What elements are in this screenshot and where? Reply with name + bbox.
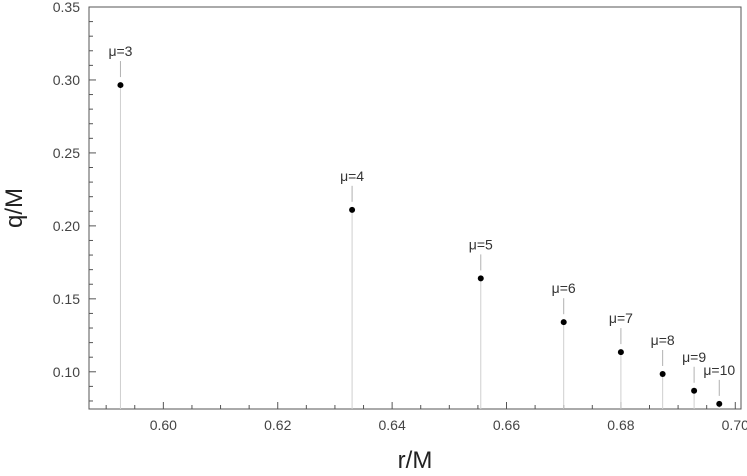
point-label: μ=3 xyxy=(108,43,132,59)
point-labels: μ=3 μ=4 μ=5 μ=6 μ=7 μ=8 μ=9μ=10 xyxy=(108,43,735,396)
x-tick-label: 0.68 xyxy=(607,417,634,433)
y-tick-label: 0.20 xyxy=(53,218,80,234)
data-point xyxy=(560,319,567,326)
data-point xyxy=(716,400,723,407)
data-point xyxy=(477,275,484,282)
point-label: μ=5 xyxy=(469,236,493,252)
point-label: μ=10 xyxy=(703,362,735,378)
y-axis-title: q/M xyxy=(1,188,28,228)
data-point xyxy=(117,82,124,89)
point-label: μ=7 xyxy=(609,310,633,326)
y-tick-label: 0.15 xyxy=(53,291,80,307)
data-point xyxy=(691,387,698,394)
x-tick-label: 0.70 xyxy=(722,417,747,433)
data-point xyxy=(659,370,666,377)
data-point xyxy=(617,349,624,356)
y-tick-label: 0.10 xyxy=(53,364,80,380)
point-label: μ=8 xyxy=(651,332,675,348)
plot-frame xyxy=(88,6,742,410)
y-tick-label: 0.35 xyxy=(53,0,80,15)
x-tick-label: 0.62 xyxy=(264,417,291,433)
point-label: μ=4 xyxy=(340,168,364,184)
y-tick-label: 0.30 xyxy=(53,72,80,88)
data-point xyxy=(349,206,356,213)
y-tick-label: 0.25 xyxy=(53,145,80,161)
stems xyxy=(119,85,720,409)
x-axis-ticks: 0.60 0.62 0.64 0.66 0.68 0.70 xyxy=(105,402,747,433)
x-tick-label: 0.60 xyxy=(150,417,177,433)
x-tick-label: 0.66 xyxy=(493,417,520,433)
x-tick-label: 0.64 xyxy=(378,417,405,433)
x-axis-title: r/M xyxy=(398,447,433,474)
point-label: μ=9 xyxy=(682,349,706,365)
data-points xyxy=(117,82,723,407)
y-axis-ticks: 0.10 0.15 0.20 0.25 0.30 0.35 xyxy=(53,0,96,402)
point-label: μ=6 xyxy=(552,280,576,296)
